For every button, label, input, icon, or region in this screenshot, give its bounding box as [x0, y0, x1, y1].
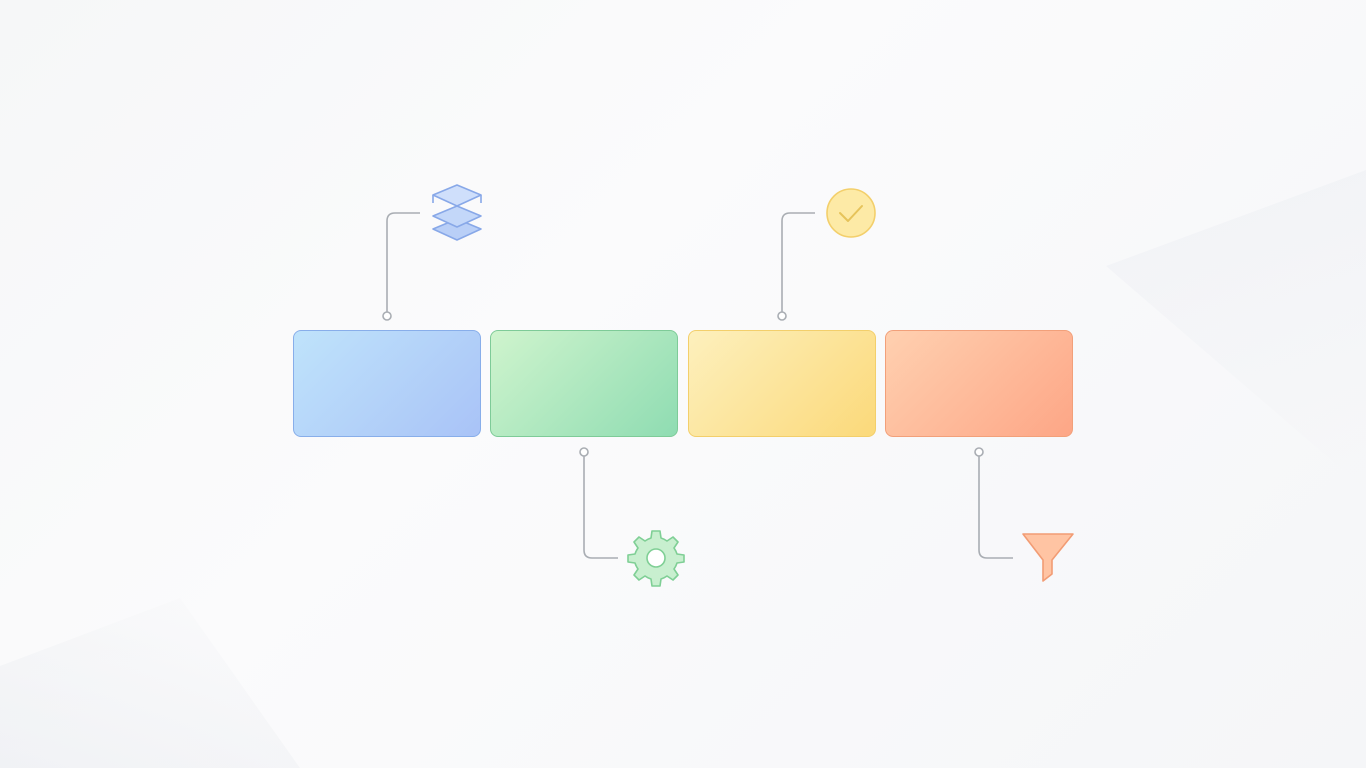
connector-stage-1: [382, 212, 420, 321]
funnel-icon: [1022, 533, 1074, 582]
connector-stage-4: [974, 447, 1013, 559]
stage-2-box: [490, 330, 678, 437]
layers-icon: [432, 184, 482, 241]
gear-icon: [627, 530, 685, 587]
connector-stage-2: [579, 447, 618, 559]
stage-4-box: [885, 330, 1073, 437]
stage-1-box: [293, 330, 481, 437]
stage-3-box: [688, 330, 876, 437]
check-circle-icon: [826, 188, 876, 238]
connector-stage-3: [777, 212, 815, 321]
